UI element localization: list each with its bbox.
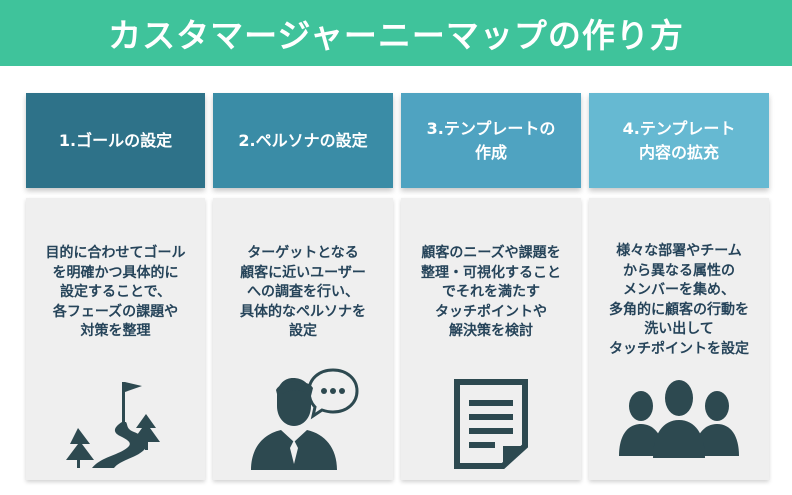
step-card-2: ターゲットとなる 顧客に近いユーザー への調査を行い、 具体的なペルソナを 設定 [213, 198, 393, 480]
step-3-desc-line-1: 顧客のニーズや課題を [421, 245, 561, 261]
title-bar: カスタマージャーニーマップの作り方 [0, 0, 792, 66]
step-4-desc-line-4: 多角的に顧客の行動を [609, 301, 749, 318]
step-description-1: 目的に合わせてゴール を明確かつ具体的に 設定することで、 各フェーズの課題や … [26, 244, 205, 342]
step-1-desc-line-2: を明確かつ具体的に [52, 264, 179, 281]
step-2-desc-line-2: 顧客に近いユーザー [240, 264, 366, 281]
step-header-3-line-2: 作成 [474, 142, 507, 162]
step-description-4: 様々な部署やチーム から異なる属性の メンバーを集め、 多角的に顧客の行動を 洗… [589, 242, 769, 359]
step-2-desc-line-4: 具体的なペルソナを [240, 303, 366, 320]
step-4-desc-line-2: から異なる属性の [623, 262, 735, 279]
step-header-3-line-1: 3.テンプレートの [426, 118, 556, 138]
step-4-desc-line-3: メンバーを集め、 [623, 282, 735, 298]
step-card-4: 様々な部署やチーム から異なる属性の メンバーを集め、 多角的に顧客の行動を 洗… [589, 198, 769, 480]
step-4-desc-line-5: 洗い出して [644, 321, 714, 337]
step-card-3: 顧客のニーズや課題を 整理・可視化すること でそれを満たす タッチポイントや 解… [401, 198, 581, 480]
step-1-desc-line-3: 設定することで、 [59, 284, 172, 300]
person-speech-bubble-icon [251, 368, 359, 470]
page-title: カスタマージャーニーマップの作り方 [108, 16, 684, 55]
step-1-desc-line-4: 各フェーズの課題や [52, 303, 179, 320]
step-header-1: 1.ゴールの設定 [26, 93, 205, 188]
step-3-desc-line-5: 解決策を検討 [449, 323, 533, 339]
step-3-desc-line-4: タッチポイントや [435, 303, 547, 320]
step-1-desc-line-1: 目的に合わせてゴール [45, 245, 186, 261]
step-description-3: 顧客のニーズや課題を 整理・可視化すること でそれを満たす タッチポイントや 解… [401, 244, 581, 342]
step-header-4: 4.テンプレート 内容の拡充 [589, 93, 769, 188]
step-4-desc-line-6: タッチポイントを設定 [609, 340, 749, 357]
step-4-desc-line-1: 様々な部署やチーム [616, 243, 742, 259]
step-header-2: 2.ペルソナの設定 [213, 93, 393, 188]
step-description-2: ターゲットとなる 顧客に近いユーザー への調査を行い、 具体的なペルソナを 設定 [213, 244, 393, 342]
group-people-icon [619, 377, 739, 458]
step-1-desc-line-5: 対策を整理 [80, 323, 151, 339]
step-2-desc-line-1: ターゲットとなる [247, 245, 359, 261]
step-2-desc-line-5: 設定 [289, 323, 317, 339]
step-2-desc-line-3: への調査を行い、 [247, 284, 359, 300]
step-header-4-line-2: 内容の拡充 [638, 142, 719, 162]
step-header-3: 3.テンプレートの 作成 [401, 93, 581, 188]
mountain-path-flag-icon [66, 382, 160, 468]
step-card-1: 目的に合わせてゴール を明確かつ具体的に 設定することで、 各フェーズの課題や … [26, 198, 205, 480]
step-header-2-line-1: 2.ペルソナの設定 [238, 130, 368, 150]
step-3-desc-line-2: 整理・可視化すること [421, 264, 561, 281]
step-3-desc-line-3: でそれを満たす [442, 284, 540, 300]
step-header-1-line-1: 1.ゴールの設定 [58, 130, 173, 150]
document-icon [454, 379, 528, 469]
step-header-4-line-1: 4.テンプレート [622, 118, 736, 138]
